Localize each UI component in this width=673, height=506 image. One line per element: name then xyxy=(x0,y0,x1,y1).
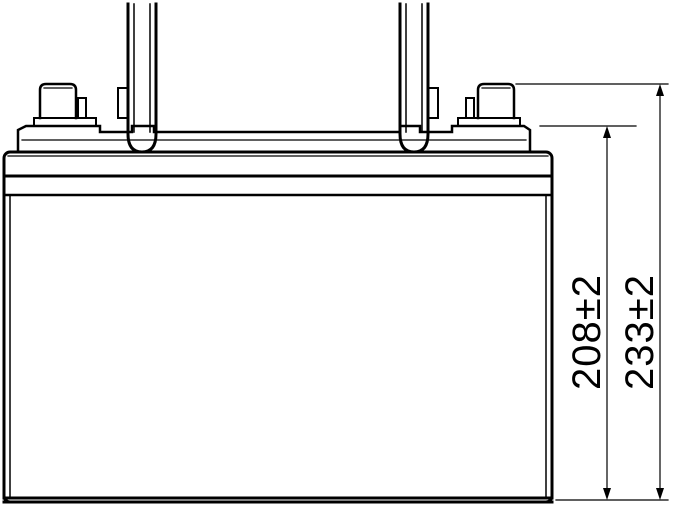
dimension-extension-lines xyxy=(515,83,669,501)
right-handle xyxy=(398,2,430,154)
left-handle xyxy=(126,2,158,154)
vent-details xyxy=(117,87,439,119)
dimension-box-height: 208±2 xyxy=(565,126,611,500)
dimension-total-height: 233±2 xyxy=(618,84,664,500)
box-height-label: 208±2 xyxy=(565,274,609,390)
battery-case xyxy=(2,150,554,504)
left-terminal xyxy=(38,82,87,120)
right-terminal xyxy=(465,82,516,120)
total-height-label: 233±2 xyxy=(618,274,662,390)
battery-lid xyxy=(16,117,532,154)
